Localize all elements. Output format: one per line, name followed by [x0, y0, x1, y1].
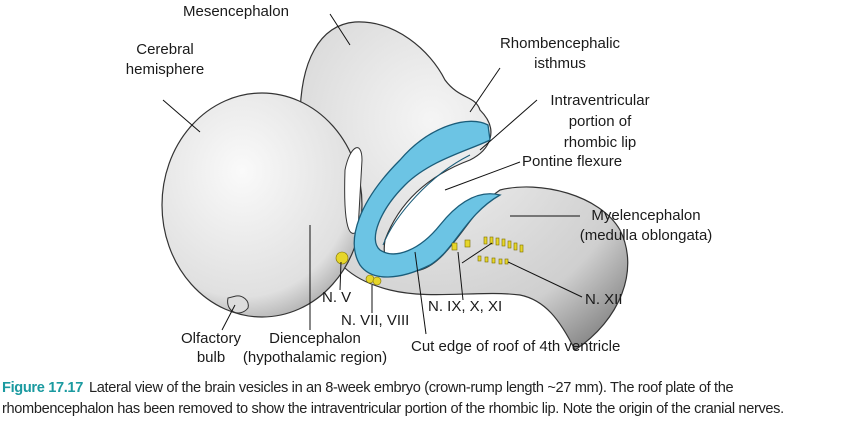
label-line: Intraventricular: [550, 92, 650, 109]
label-diencephalon: Diencephalon (hypothalamic region): [240, 329, 390, 367]
label-line: Diencephalon: [269, 330, 361, 347]
label-line: hemisphere: [125, 61, 205, 78]
label-rhombic-lip: Intraventricular portion of rhombic lip: [535, 90, 665, 153]
label-n-v: N. V: [322, 289, 352, 306]
label-mesencephalon: Mesencephalon: [183, 3, 289, 20]
leader-lines: [162, 13, 583, 335]
label-olfactory-bulb: Olfactory bulb: [170, 329, 252, 367]
cerebral-hemisphere-shape: [161, 92, 363, 318]
label-line: Rhombencephalic: [499, 35, 621, 52]
cranial-nerve-roots: [335, 236, 524, 286]
label-line: Olfactory: [180, 330, 241, 347]
label-rhombencephalic-isthmus: Rhombencephalic isthmus: [490, 34, 630, 74]
label-cut-edge: Cut edge of roof of 4th ventricle: [411, 338, 621, 355]
brain-vesicles-illustration: [161, 13, 629, 351]
figure-number: Figure 17.17: [2, 380, 83, 396]
label-line: isthmus: [534, 55, 586, 72]
label-line: (hypothalamic region): [242, 349, 388, 366]
olfactory-bulb-shape: [227, 295, 249, 314]
label-line: portion of: [568, 113, 632, 130]
label-pontine-flexure: Pontine flexure: [522, 153, 623, 170]
label-cerebral-hemisphere: Cerebral hemisphere: [120, 40, 210, 80]
label-myelencephalon: Myelencephalon (medulla oblongata): [566, 206, 726, 246]
label-n-vii-viii: N. VII, VIII: [341, 312, 410, 329]
label-line: bulb: [196, 349, 226, 366]
label-line: Cerebral: [136, 41, 194, 58]
label-n-xii: N. XII: [585, 291, 623, 308]
rhombic-lip-shape: [353, 120, 502, 278]
label-n-ix-x-xi: N. IX, X, XI: [428, 298, 503, 315]
label-line: rhombic lip: [563, 134, 637, 151]
label-line: Myelencephalon: [591, 207, 701, 224]
label-line: (medulla oblongata): [579, 227, 713, 244]
caption-text: Lateral view of the brain vesicles in an…: [2, 380, 784, 417]
